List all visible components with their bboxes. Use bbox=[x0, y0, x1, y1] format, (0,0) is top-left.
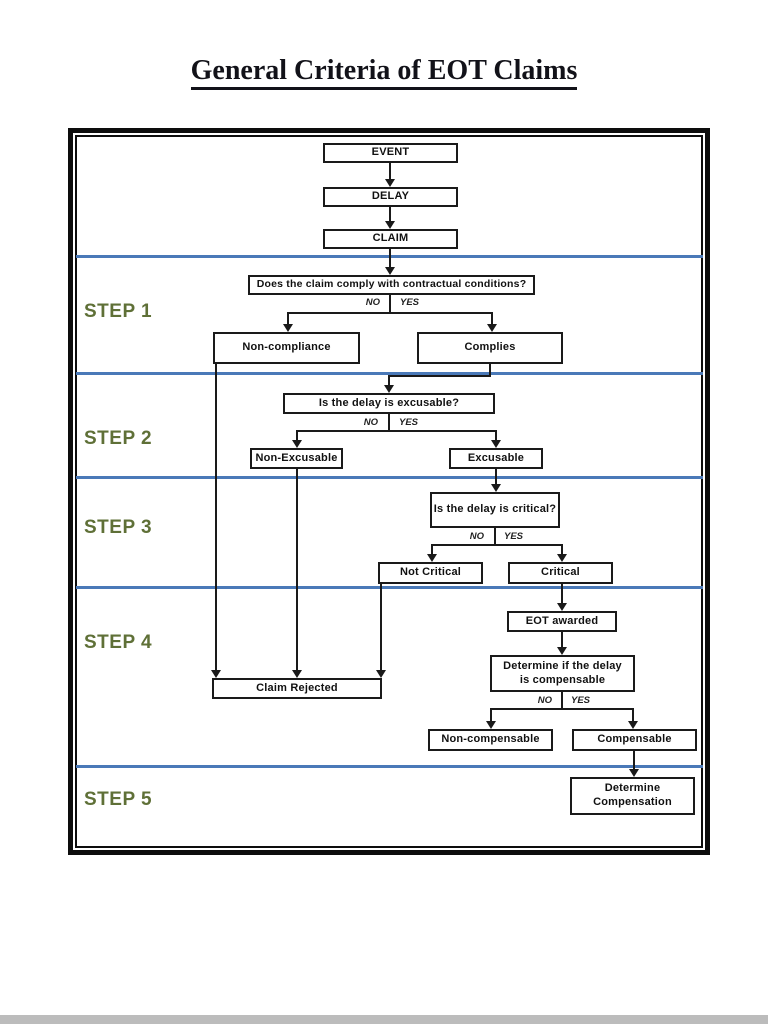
node-compensable: Compensable bbox=[572, 729, 697, 751]
connector-q1-branch bbox=[287, 312, 492, 314]
node-determine-compensable: Determine if the delay is compensable bbox=[490, 655, 635, 692]
flowchart-frame bbox=[68, 128, 710, 855]
node-determine-compensation: Determine Compensation bbox=[570, 777, 695, 815]
connector-q4-stem bbox=[561, 692, 563, 710]
page-title: General Criteria of EOT Claims bbox=[0, 55, 768, 90]
section-divider-5 bbox=[76, 765, 703, 768]
branch-yes-label-4: YES bbox=[571, 695, 591, 706]
branch-no-label-2: NO bbox=[363, 417, 378, 428]
step-1-label: STEP 1 bbox=[84, 301, 153, 322]
step-5-label: STEP 5 bbox=[84, 789, 153, 810]
page-bottom-strip bbox=[0, 1015, 768, 1024]
arrowhead-q2-no bbox=[292, 440, 302, 448]
branch-no-label-3: NO bbox=[469, 531, 484, 542]
connector-q4-branch bbox=[490, 708, 633, 710]
branch-no-label-4: NO bbox=[537, 695, 552, 706]
node-claim: CLAIM bbox=[323, 229, 458, 249]
arrowhead-critical-eot bbox=[557, 603, 567, 611]
connector-q3-branch bbox=[431, 544, 562, 546]
connector-event-delay bbox=[389, 163, 391, 179]
connector-notcritical-rejected bbox=[380, 584, 382, 670]
connector-compensable-determine bbox=[633, 751, 635, 769]
connector-nonexcusable-rejected bbox=[296, 469, 298, 670]
connector-noncompliance-rejected bbox=[215, 364, 217, 670]
arrowhead-compensable-determine bbox=[629, 769, 639, 777]
step-4-label: STEP 4 bbox=[84, 632, 153, 653]
arrowhead-q3-no bbox=[427, 554, 437, 562]
arrowhead-q3-yes bbox=[557, 554, 567, 562]
connector-q2-yes bbox=[495, 430, 497, 440]
connector-q3-yes bbox=[561, 544, 563, 554]
connector-q4-no bbox=[490, 708, 492, 721]
connector-excusable-q3 bbox=[495, 469, 497, 484]
node-delay: DELAY bbox=[323, 187, 458, 207]
connector-q1-yes bbox=[491, 312, 493, 324]
connector-q2-stem bbox=[388, 414, 390, 432]
node-non-excusable: Non-Excusable bbox=[250, 448, 343, 469]
connector-critical-eot bbox=[561, 584, 563, 603]
branch-yes-label-3: YES bbox=[504, 531, 524, 542]
arrowhead-q2-yes bbox=[491, 440, 501, 448]
connector-eot-determine bbox=[561, 632, 563, 647]
node-question-comply: Does the claim comply with contractual c… bbox=[248, 275, 535, 295]
node-excusable: Excusable bbox=[449, 448, 543, 469]
arrowhead-notcritical-rejected bbox=[376, 670, 386, 678]
arrowhead-complies-q2 bbox=[384, 385, 394, 393]
node-non-compliance: Non-compliance bbox=[213, 332, 360, 364]
arrowhead-q1-no bbox=[283, 324, 293, 332]
connector-q3-stem bbox=[494, 528, 496, 546]
flowchart-frame-inner bbox=[75, 135, 703, 848]
arrowhead-q4-yes bbox=[628, 721, 638, 729]
node-non-compensable: Non-compensable bbox=[428, 729, 553, 751]
arrowhead-claim-q1 bbox=[385, 267, 395, 275]
arrowhead-noncompliance-rejected bbox=[211, 670, 221, 678]
connector-q4-yes bbox=[632, 708, 634, 721]
branch-yes-label-2: YES bbox=[399, 417, 419, 428]
connector-complies-elbow-v2 bbox=[388, 375, 390, 385]
node-not-critical: Not Critical bbox=[378, 562, 483, 584]
arrowhead-q4-no bbox=[486, 721, 496, 729]
section-divider-3 bbox=[76, 476, 703, 479]
arrowhead-nonexcusable-rejected bbox=[292, 670, 302, 678]
node-complies: Complies bbox=[417, 332, 563, 364]
connector-q3-no bbox=[431, 544, 433, 554]
connector-q2-branch bbox=[296, 430, 497, 432]
node-question-critical: Is the delay is critical? bbox=[430, 492, 560, 528]
arrowhead-delay-claim bbox=[385, 221, 395, 229]
node-critical: Critical bbox=[508, 562, 613, 584]
connector-complies-elbow-v1 bbox=[489, 364, 491, 377]
connector-complies-elbow-h bbox=[388, 375, 491, 377]
section-divider-4 bbox=[76, 586, 703, 589]
node-claim-rejected: Claim Rejected bbox=[212, 678, 382, 699]
node-event: EVENT bbox=[323, 143, 458, 163]
branch-no-label-1: NO bbox=[365, 297, 380, 308]
connector-q1-no bbox=[287, 312, 289, 324]
arrowhead-q1-yes bbox=[487, 324, 497, 332]
node-question-excusable: Is the delay is excusable? bbox=[283, 393, 495, 414]
connector-claim-q1 bbox=[389, 249, 391, 267]
step-3-label: STEP 3 bbox=[84, 517, 153, 538]
arrowhead-excusable-q3 bbox=[491, 484, 501, 492]
connector-q2-no bbox=[296, 430, 298, 440]
section-divider-2 bbox=[76, 372, 703, 375]
connector-q1-stem bbox=[389, 295, 391, 313]
connector-delay-claim bbox=[389, 207, 391, 221]
branch-yes-label-1: YES bbox=[400, 297, 420, 308]
arrowhead-eot-determine bbox=[557, 647, 567, 655]
node-eot-awarded: EOT awarded bbox=[507, 611, 617, 632]
arrowhead-event-delay bbox=[385, 179, 395, 187]
step-2-label: STEP 2 bbox=[84, 428, 153, 449]
